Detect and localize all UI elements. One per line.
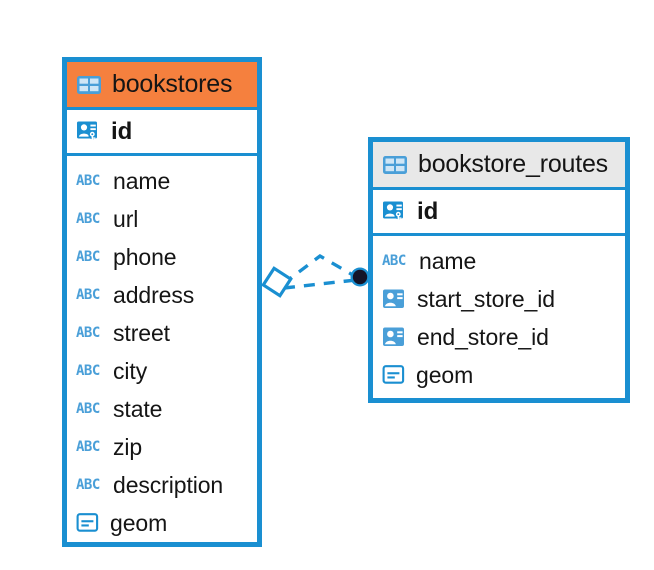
- field-label-phone: phone: [113, 243, 177, 270]
- abc-text-icon: ABC: [76, 249, 100, 265]
- table-grid-icon: [383, 155, 407, 174]
- field-row-end-store-id[interactable]: end_store_id: [373, 318, 625, 356]
- field-label-geom: geom: [416, 361, 474, 388]
- field-label-state: state: [113, 395, 163, 422]
- abc-text-icon: ABC: [76, 401, 100, 417]
- relationship-circle-marker[interactable]: [350, 267, 370, 287]
- field-row-street[interactable]: ABC street: [67, 314, 257, 352]
- entity-primary-key-row-bookstore-routes[interactable]: id: [373, 190, 625, 236]
- field-label-name: name: [113, 167, 171, 194]
- foreign-key-icon: [383, 327, 404, 346]
- field-row-description[interactable]: ABC description: [67, 466, 257, 504]
- field-label-street: street: [113, 319, 170, 346]
- field-row-zip[interactable]: ABC zip: [67, 428, 257, 466]
- field-label-name: name: [419, 247, 477, 274]
- field-label-end-store-id: end_store_id: [417, 323, 549, 350]
- entity-field-list-bookstore-routes: ABC name start_store_id: [373, 236, 625, 402]
- field-label-geom: geom: [110, 509, 168, 536]
- abc-text-icon: ABC: [76, 287, 100, 303]
- abc-text-icon: ABC: [76, 211, 100, 227]
- field-row-geom[interactable]: geom: [67, 504, 257, 542]
- abc-text-icon: ABC: [76, 173, 100, 189]
- primary-key-icon: [77, 121, 97, 142]
- entity-table-bookstores[interactable]: bookstores id: [62, 57, 262, 547]
- primary-key-icon: [383, 201, 403, 222]
- entity-field-list-bookstores: ABC name ABC url ABC phone ABC: [67, 156, 257, 550]
- field-row-name[interactable]: ABC name: [67, 162, 257, 200]
- abc-text-icon: ABC: [76, 477, 100, 493]
- abc-text-icon: ABC: [76, 325, 100, 341]
- abc-text-icon: ABC: [76, 439, 100, 455]
- field-row-start-store-id[interactable]: start_store_id: [373, 280, 625, 318]
- entity-header-bookstores[interactable]: bookstores: [67, 62, 257, 110]
- field-label-url: url: [113, 205, 139, 232]
- entity-primary-key-label-bookstores: id: [111, 117, 133, 145]
- abc-text-icon: ABC: [76, 363, 100, 379]
- table-grid-icon: [77, 75, 101, 94]
- entity-table-bookstore-routes[interactable]: bookstore_routes id: [368, 137, 630, 403]
- field-label-description: description: [113, 471, 224, 498]
- field-row-name[interactable]: ABC name: [373, 242, 625, 280]
- entity-primary-key-row-bookstores[interactable]: id: [67, 110, 257, 156]
- relationship-line-upper[interactable]: [281, 253, 359, 286]
- field-label-start-store-id: start_store_id: [417, 285, 555, 312]
- geometry-icon: [76, 513, 99, 532]
- field-row-city[interactable]: ABC city: [67, 352, 257, 390]
- relationship-diamond-marker[interactable]: [260, 265, 293, 298]
- field-label-address: address: [113, 281, 195, 308]
- field-row-state[interactable]: ABC state: [67, 390, 257, 428]
- field-label-zip: zip: [113, 433, 143, 460]
- field-label-city: city: [113, 357, 148, 384]
- field-row-phone[interactable]: ABC phone: [67, 238, 257, 276]
- geometry-icon: [382, 365, 405, 384]
- entity-title-bookstore-routes: bookstore_routes: [418, 150, 608, 178]
- entity-header-bookstore-routes[interactable]: bookstore_routes: [373, 142, 625, 190]
- field-row-url[interactable]: ABC url: [67, 200, 257, 238]
- entity-title-bookstores: bookstores: [112, 70, 233, 98]
- field-row-geom[interactable]: geom: [373, 356, 625, 394]
- abc-text-icon: ABC: [382, 253, 406, 269]
- entity-primary-key-label-bookstore-routes: id: [417, 197, 439, 225]
- field-row-address[interactable]: ABC address: [67, 276, 257, 314]
- foreign-key-icon: [383, 289, 404, 308]
- relationship-line-lower[interactable]: [283, 278, 357, 290]
